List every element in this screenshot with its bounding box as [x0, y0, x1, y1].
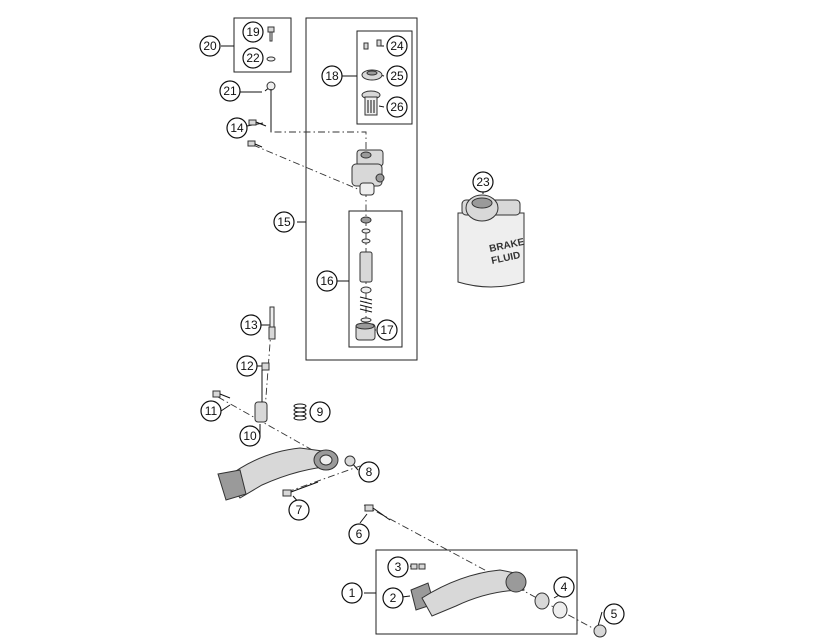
callout-9: 9	[309, 401, 331, 423]
callout-19: 19	[242, 21, 264, 43]
callout-18: 18	[321, 65, 343, 87]
callout-24: 24	[386, 35, 408, 57]
svg-text:1: 1	[349, 586, 356, 600]
group-box-18	[356, 30, 413, 125]
callout-22: 22	[242, 47, 264, 69]
brake-pedal-assembly	[421, 569, 527, 617]
svg-text:16: 16	[320, 274, 334, 288]
washer-part-8	[344, 455, 356, 467]
piston-kit-part-16	[359, 216, 373, 323]
screws-part-24	[363, 39, 382, 50]
cap-part-25	[361, 69, 383, 81]
callout-4: 4	[553, 576, 575, 598]
svg-text:23: 23	[476, 175, 490, 189]
callout-17: 17	[376, 319, 398, 341]
callout-20: 20	[199, 35, 221, 57]
pushrod-part-13	[268, 306, 276, 340]
svg-text:19: 19	[246, 25, 260, 39]
svg-text:22: 22	[246, 51, 260, 65]
svg-text:21: 21	[223, 84, 237, 98]
svg-text:25: 25	[390, 69, 404, 83]
svg-text:14: 14	[230, 121, 244, 135]
svg-text:18: 18	[325, 69, 339, 83]
screws-part-3	[410, 563, 426, 570]
svg-text:12: 12	[240, 359, 254, 373]
callout-12: 12	[236, 355, 258, 377]
group-box-1	[375, 549, 578, 635]
svg-text:15: 15	[277, 215, 291, 229]
svg-text:26: 26	[390, 100, 404, 114]
bolt-part-6	[364, 504, 391, 521]
bushing-part-4	[534, 592, 568, 619]
svg-text:13: 13	[244, 318, 258, 332]
callout-15: 15	[273, 211, 295, 233]
svg-text:2: 2	[390, 591, 397, 605]
callout-10: 10	[239, 425, 261, 447]
master-cylinder-body	[351, 149, 385, 196]
callout-11: 11	[200, 400, 222, 422]
svg-text:5: 5	[611, 607, 618, 621]
nut-part-5	[593, 624, 607, 638]
svg-text:4: 4	[561, 580, 568, 594]
brake-fluid-can: BRAKE FLUID	[457, 194, 526, 288]
bolts-part-14	[247, 119, 267, 148]
callout-26: 26	[386, 96, 408, 118]
callout-6: 6	[348, 523, 370, 545]
callout-2: 2	[382, 587, 404, 609]
bolt-part-11	[212, 390, 231, 399]
reservoir-part-26	[361, 90, 381, 116]
group-box-16	[348, 210, 403, 348]
svg-text:17: 17	[380, 323, 394, 337]
svg-text:7: 7	[296, 503, 303, 517]
svg-text:11: 11	[205, 404, 218, 418]
hose-part-21	[266, 81, 276, 132]
callout-7: 7	[288, 499, 310, 521]
callout-23: 23	[472, 171, 494, 193]
washer-part-22	[266, 56, 276, 62]
clevis-part-10	[254, 370, 268, 423]
callout-5: 5	[603, 603, 625, 625]
group-box-15	[305, 17, 418, 361]
callout-16: 16	[316, 270, 338, 292]
spring-part-9	[293, 403, 307, 421]
callout-3: 3	[387, 556, 409, 578]
bolt-part-19	[267, 26, 275, 42]
svg-text:9: 9	[317, 405, 324, 419]
group-box-20	[233, 17, 292, 73]
svg-text:24: 24	[390, 39, 404, 53]
boot-part-17	[355, 322, 376, 341]
callout-1: 1	[341, 582, 363, 604]
assembly-axes	[217, 92, 601, 633]
nut-part-12	[261, 362, 270, 371]
svg-text:8: 8	[366, 465, 373, 479]
bolt-part-7	[282, 481, 319, 497]
callout-21: 21	[219, 80, 241, 102]
svg-text:10: 10	[243, 429, 257, 443]
callout-14: 14	[226, 117, 248, 139]
svg-text:3: 3	[395, 560, 402, 574]
callout-25: 25	[386, 65, 408, 87]
svg-text:6: 6	[356, 527, 363, 541]
callout-13: 13	[240, 314, 262, 336]
brake-pedal	[217, 447, 339, 501]
svg-text:20: 20	[203, 39, 217, 53]
leader-lines	[220, 45, 603, 627]
callout-8: 8	[358, 461, 380, 483]
